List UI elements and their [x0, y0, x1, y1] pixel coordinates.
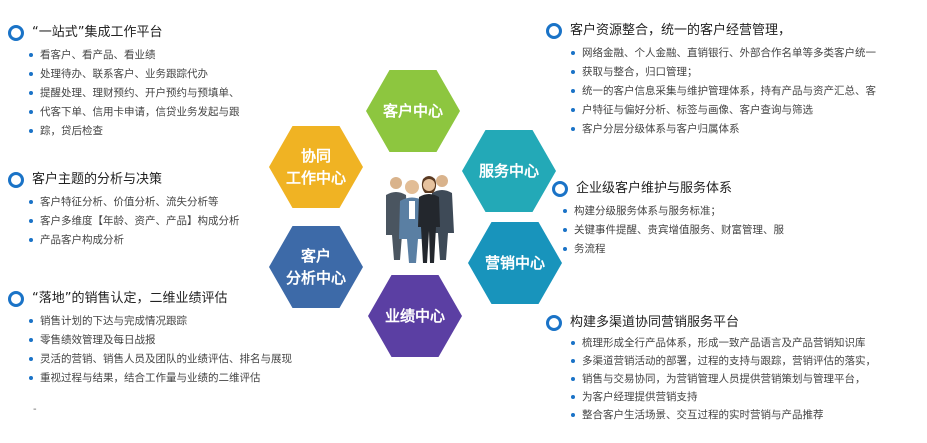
list-item: 获取与整合，归口管理；: [568, 63, 921, 82]
list-item: 务流程: [560, 240, 852, 259]
list-item: 看客户、看产品、看业绩: [26, 46, 278, 65]
list-item: 为客户经理提供营销支持: [568, 388, 921, 406]
section-landing: “落地”的销售认定，二维业绩评估 销售计划的下达与完成情况跟踪 零售绩效管理及每…: [8, 290, 328, 388]
hex-marketing-center: 营销中心: [468, 222, 562, 304]
ring-bullet-icon: [552, 181, 568, 197]
ring-bullet-icon: [8, 25, 24, 41]
item-list: 看客户、看产品、看业绩 处理待办、联系客户、业务跟踪代办 提醒处理、理财预约、开…: [26, 46, 278, 141]
ring-bullet-icon: [546, 23, 562, 39]
ring-bullet-icon: [8, 172, 24, 188]
hex-label: 客户 分析中心: [285, 247, 346, 287]
list-item: 构建分级服务体系与服务标准；: [560, 202, 852, 221]
item-list: 构建分级服务体系与服务标准； 关键事件提醒、贵宾增值服务、财富管理、服 务流程: [560, 202, 852, 259]
list-item: 梳理形成全行产品体系，形成一致产品语言及产品营销知识库: [568, 334, 921, 352]
business-people-illustration: [386, 175, 454, 263]
list-item: 户特征与偏好分析、标签与画像、客户查询与筛选: [568, 101, 921, 120]
ring-bullet-icon: [546, 315, 562, 331]
list-item: 踪，贷后检查: [26, 122, 278, 141]
list-item: 统一的客户信息采集与维护管理体系，持有产品与资产汇总、客: [568, 82, 921, 101]
list-item: 提醒处理、理财预约、开户预约与预填单、: [26, 84, 278, 103]
section-resource: 客户资源整合，统一的客户经营管理， 网络金融、个人金融、直销银行、外部合作名单等…: [546, 22, 921, 139]
list-item: 关键事件提醒、贵宾增值服务、财富管理、服: [560, 221, 852, 240]
list-item: 网络金融、个人金融、直销银行、外部合作名单等多类客户统一: [568, 44, 921, 63]
hex-label: 协同 工作中心: [285, 147, 346, 187]
list-item: 多渠道营销活动的部署，过程的支持与跟踪，营销评估的落实，: [568, 352, 921, 370]
hex-collab-center: 协同 工作中心: [269, 126, 363, 208]
list-item: 客户多维度【年龄、资产、产品】构成分析: [26, 212, 278, 231]
footer-mark: -: [33, 404, 37, 415]
section-title: 客户主题的分析与决策: [8, 171, 278, 189]
section-title: “落地”的销售认定，二维业绩评估: [8, 290, 328, 308]
section-title-text: “落地”的销售认定，二维业绩评估: [32, 291, 228, 306]
section-title: 企业级客户维护与服务体系: [552, 180, 852, 198]
hex-customer-center: 客户中心: [366, 70, 460, 152]
list-item: 整合客户生活场景、交互过程的实时营销与产品推荐: [568, 406, 921, 424]
list-item: 代客下单、信用卡申请，信贷业务发起与跟: [26, 103, 278, 122]
item-list: 网络金融、个人金融、直销银行、外部合作名单等多类客户统一 获取与整合，归口管理；…: [568, 44, 921, 139]
section-enterprise: 企业级客户维护与服务体系 构建分级服务体系与服务标准； 关键事件提醒、贵宾增值服…: [552, 180, 852, 259]
hex-service-center: 服务中心: [462, 130, 556, 212]
section-one-stop: “一站式”集成工作平台 看客户、看产品、看业绩 处理待办、联系客户、业务跟踪代办…: [8, 24, 278, 141]
hex-label: 服务中心: [478, 162, 539, 180]
list-item: 销售与交易协同，为营销管理人员提供营销策划与管理平台，: [568, 370, 921, 388]
section-title-text: 企业级客户维护与服务体系: [576, 181, 733, 196]
section-title-text: 客户资源整合，统一的客户经营管理，: [570, 23, 792, 38]
list-item: 重视过程与结果，结合工作量与业绩的二维评估: [26, 369, 328, 388]
list-item: 销售计划的下达与完成情况跟踪: [26, 312, 328, 331]
hex-label: 客户中心: [382, 102, 443, 120]
list-item: 灵活的营销、销售人员及团队的业绩评估、排名与展现: [26, 350, 328, 369]
section-analysis: 客户主题的分析与决策 客户特征分析、价值分析、流失分析等 客户多维度【年龄、资产…: [8, 171, 278, 250]
section-title-text: “一站式”集成工作平台: [32, 25, 163, 40]
section-title-text: 构建多渠道协同营销服务平台: [570, 315, 740, 330]
section-multichannel: 构建多渠道协同营销服务平台 梳理形成全行产品体系，形成一致产品语言及产品营销知识…: [546, 314, 921, 424]
section-title-text: 客户主题的分析与决策: [32, 172, 163, 187]
list-item: 产品客户构成分析: [26, 231, 278, 250]
ring-bullet-icon: [8, 291, 24, 307]
section-title: 构建多渠道协同营销服务平台: [546, 314, 921, 332]
list-item: 客户特征分析、价值分析、流失分析等: [26, 193, 278, 212]
item-list: 客户特征分析、价值分析、流失分析等 客户多维度【年龄、资产、产品】构成分析 产品…: [26, 193, 278, 250]
hex-label: 营销中心: [484, 254, 545, 272]
section-title: “一站式”集成工作平台: [8, 24, 278, 42]
item-list: 梳理形成全行产品体系，形成一致产品语言及产品营销知识库 多渠道营销活动的部署，过…: [568, 334, 921, 424]
hex-performance-center: 业绩中心: [368, 275, 462, 357]
hex-label: 业绩中心: [384, 307, 445, 325]
section-title: 客户资源整合，统一的客户经营管理，: [546, 22, 921, 40]
list-item: 处理待办、联系客户、业务跟踪代办: [26, 65, 278, 84]
list-item: 客户分层分级体系与客户归属体系: [568, 120, 921, 139]
list-item: 零售绩效管理及每日战报: [26, 331, 328, 350]
item-list: 销售计划的下达与完成情况跟踪 零售绩效管理及每日战报 灵活的营销、销售人员及团队…: [26, 312, 328, 388]
